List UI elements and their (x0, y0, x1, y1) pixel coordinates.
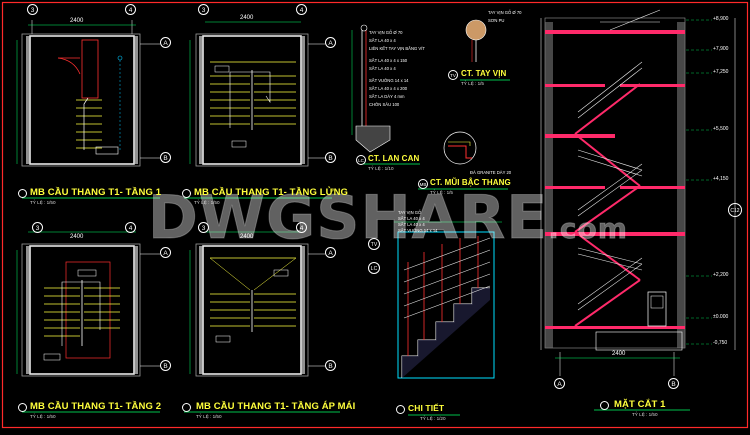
axis-marker-a: A (554, 378, 565, 389)
plan-4-title: MB CẦU THANG T1- TẦNG ÁP MÁI (196, 401, 356, 412)
lancan-note: SẮT VUÔNG 14 x 14 (369, 78, 409, 83)
plan-tang-1-drawing (16, 20, 160, 167)
title-marker (396, 405, 405, 414)
axis-marker-a: A (160, 247, 171, 258)
title-marker (18, 403, 27, 412)
axis-marker-a: A (325, 37, 336, 48)
plan-ap-mai-drawing (189, 231, 325, 377)
level-label: +7,250 (713, 69, 729, 75)
axis-marker-4: 4 (296, 4, 307, 15)
level-label: +2,200 (713, 272, 729, 278)
axis-marker-3: 3 (198, 4, 209, 15)
title-marker (182, 403, 191, 412)
level-label: -0,750 (713, 340, 728, 346)
plan-4-scale: TỶ LỆ : 1/50 (196, 414, 222, 419)
axis-marker-b: B (325, 360, 336, 371)
plan-3-title: MB CẦU THANG T1- TẦNG 2 (30, 401, 162, 412)
chitiet-note: SẮT LA 40 x 4 (398, 222, 425, 227)
level-label: +7,900 (713, 46, 729, 52)
title-marker (18, 189, 27, 198)
level-label: +4,150 (713, 176, 729, 182)
axis-marker-4: 4 (125, 4, 136, 15)
plan-1-scale: TỶ LỆ : 1/50 (30, 200, 56, 205)
tayvin-title: CT. TAY VỊN (461, 69, 507, 78)
level-label: ±0.000 (713, 314, 729, 320)
section-title: MẶT CẮT 1 (614, 399, 666, 410)
dim-top: 2400 (240, 234, 254, 240)
lan-can-detail-drawing (351, 24, 391, 153)
chitiet-scale: TỶ LỆ : 1/20 (420, 416, 446, 421)
chitiet-note: SẮT LA 40 x 4 (398, 216, 425, 221)
watermark: DWGSHARE.com (147, 183, 628, 254)
axis-marker-4: 4 (296, 222, 307, 233)
lancan-note: SẮT LA 40 x 4 x 150 (369, 58, 408, 63)
lancan-note: CHÔN SÂU 100 (369, 102, 400, 107)
chi-tiet-detail-drawing (394, 221, 502, 379)
lancan-note: SẮT LA 40 x 4 x 200 (369, 86, 408, 91)
section-scale: TỶ LỆ : 1/50 (632, 412, 658, 417)
chitiet-title: CHI TIẾT (408, 403, 445, 413)
axis-marker-a: A (160, 37, 171, 48)
lancan-note: SẮT LA DÀY 4 mm (369, 94, 405, 99)
dim-top: 2400 (70, 234, 84, 240)
watermark-suffix: .com (548, 212, 628, 246)
plan-2-title: MB CẦU THANG T1- TẦNG LỬNG (194, 187, 349, 198)
plan-tang-lung-drawing (189, 21, 325, 167)
plan-3-scale: TỶ LỆ : 1/50 (30, 414, 56, 419)
dim-top: 2400 (240, 15, 254, 21)
dim-top: 2400 (70, 18, 84, 24)
chitiet-tag-tv: TV (368, 238, 380, 250)
plan-tang-2-drawing (16, 231, 160, 377)
axis-marker-b: B (160, 152, 171, 163)
title-marker (182, 189, 191, 198)
axis-marker-3: 3 (32, 222, 43, 233)
muibac-tag: MB (418, 179, 428, 189)
section-mat-cat-drawing (540, 9, 736, 376)
muibac-title: CT. MŨI BẬC THANG (430, 178, 511, 187)
plan-1-title: MB CẦU THANG T1- TẦNG 1 (30, 187, 162, 198)
chitiet-note: SẮT VUÔNG 14 x 14 (398, 228, 438, 233)
chitiet-note: TAY VỊN GỖ (398, 210, 422, 215)
title-marker: LC (356, 155, 366, 165)
axis-marker-3: 3 (198, 222, 209, 233)
axis-marker-3: 3 (27, 4, 38, 15)
lancan-title: CT. LAN CAN (368, 154, 420, 163)
title-marker (600, 401, 609, 410)
muibac-scale: TỶ LỆ : 1/5 (430, 190, 453, 195)
level-label: +8,900 (713, 16, 729, 22)
axis-marker-a: A (325, 247, 336, 258)
section-tag: C12 (728, 203, 742, 217)
lancan-note: TAY VỊN GỖ Ø 70 (369, 30, 403, 35)
axis-marker-b: B (325, 152, 336, 163)
lancan-scale: TỶ LỆ : 1/10 (368, 166, 394, 171)
lancan-note: SẮT LA 40 x 4 (369, 38, 396, 43)
tayvin-scale: TỶ LỆ : 1/5 (461, 81, 484, 86)
axis-marker-b: B (668, 378, 679, 389)
tayvin-note: TAY VỊN GỖ Ø 70 (488, 10, 522, 15)
dim-bottom: 2400 (612, 351, 626, 357)
tay-vin-detail-drawing (465, 19, 487, 62)
tayvin-tag: TV (448, 70, 458, 80)
tayvin-note: SƠN PU (488, 18, 505, 23)
plan-2-scale: TỶ LỆ : 1/50 (194, 200, 220, 205)
axis-marker-4: 4 (125, 222, 136, 233)
lancan-note: SẮT LA 40 x 4 (369, 66, 396, 71)
level-label: +5,500 (713, 126, 729, 132)
chitiet-tag-lc: LC (368, 262, 380, 274)
mui-bac-detail-drawing (443, 131, 477, 165)
axis-marker-b: B (160, 360, 171, 371)
watermark-text: DWGSHARE (147, 183, 549, 254)
muibac-note: ĐÁ GRANITE DÀY 20 (470, 170, 512, 175)
lancan-note: LIÊN KẾT TAY VỊN BẰNG VÍT (369, 46, 425, 51)
